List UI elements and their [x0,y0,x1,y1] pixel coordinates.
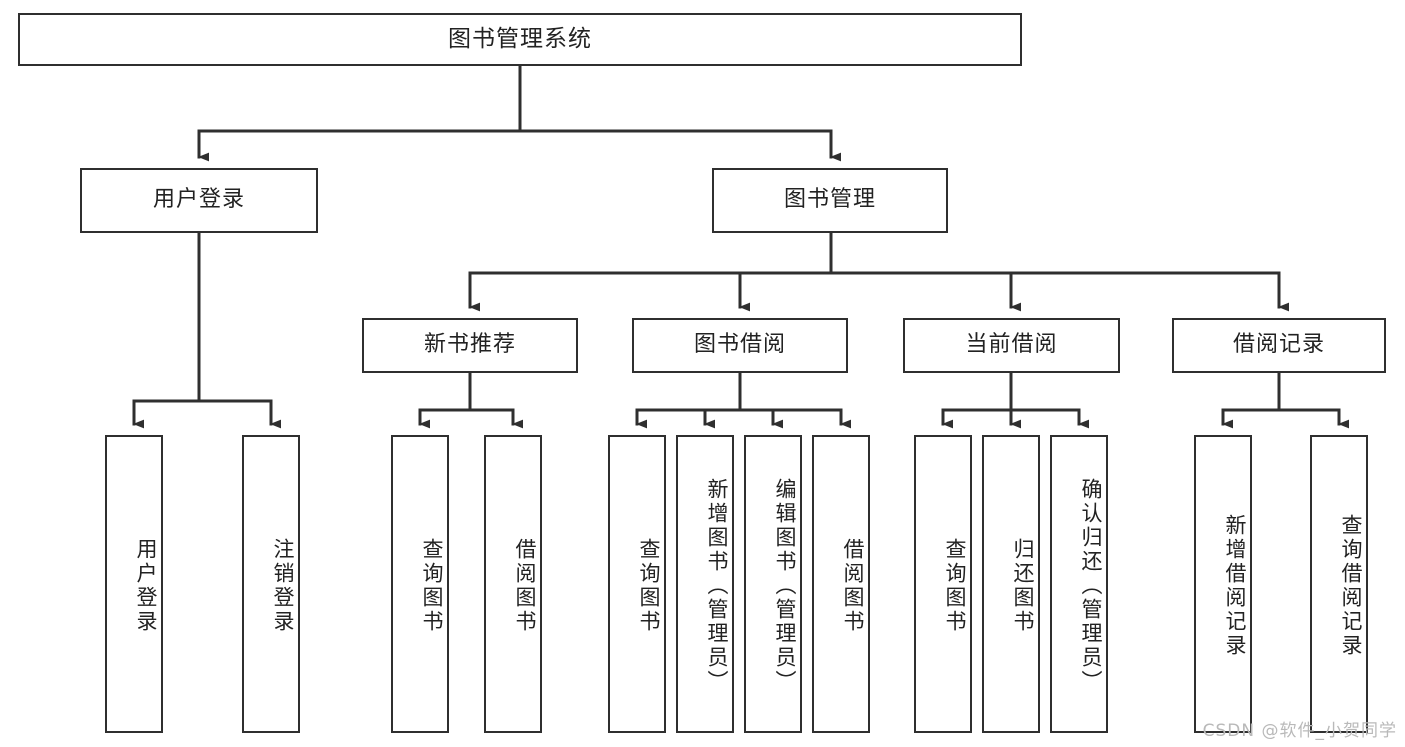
leaf-borrow-record-query-record[interactable]: 查询借阅记录 [1310,435,1368,733]
node-label: 借阅记录 [1232,332,1325,358]
node-label: 用户登录 [152,187,245,213]
node-label: 借阅图书 [841,538,865,634]
node-root-book-management-system[interactable]: 图书管理系统 [18,13,1022,66]
node-book-management[interactable]: 图书管理 [712,168,948,233]
node-label: 编辑图书（管理员） [773,478,797,694]
leaf-current-borrow-confirm-return-admin[interactable]: 确认归还（管理员） [1050,435,1108,733]
leaf-new-book-borrow-book[interactable]: 借阅图书 [484,435,542,733]
node-label: 归还图书 [1011,538,1035,634]
node-label: 新增图书（管理员） [705,478,729,694]
leaf-book-borrow-edit-book-admin[interactable]: 编辑图书（管理员） [744,435,802,733]
node-label: 当前借阅 [965,332,1058,358]
leaf-borrow-record-add-record[interactable]: 新增借阅记录 [1194,435,1252,733]
node-borrow-record[interactable]: 借阅记录 [1172,318,1386,373]
leaf-book-borrow-borrow-book[interactable]: 借阅图书 [812,435,870,733]
node-label: 图书管理系统 [448,25,592,52]
node-user-login[interactable]: 用户登录 [80,168,318,233]
leaf-new-book-query-book[interactable]: 查询图书 [391,435,449,733]
leaf-user-login-login[interactable]: 用户登录 [105,435,163,733]
leaf-current-borrow-return-book[interactable]: 归还图书 [982,435,1040,733]
node-book-borrow[interactable]: 图书借阅 [632,318,848,373]
csdn-watermark: CSDN @软件_小贺同学 [1202,721,1397,741]
node-label: 查询借阅记录 [1339,514,1363,658]
node-label: 查询图书 [637,538,661,634]
node-label: 查询图书 [420,538,444,634]
node-label: 借阅图书 [513,538,537,634]
leaf-book-borrow-query-book[interactable]: 查询图书 [608,435,666,733]
node-label: 图书借阅 [693,332,786,358]
node-label: 图书管理 [783,187,876,213]
leaf-user-login-logout[interactable]: 注销登录 [242,435,300,733]
leaf-current-borrow-query-book[interactable]: 查询图书 [914,435,972,733]
leaf-book-borrow-add-book-admin[interactable]: 新增图书（管理员） [676,435,734,733]
node-label: 查询图书 [943,538,967,634]
node-label: 新增借阅记录 [1223,514,1247,658]
node-new-book-recommend[interactable]: 新书推荐 [362,318,578,373]
node-label: 新书推荐 [423,332,516,358]
node-label: 确认归还（管理员） [1079,478,1103,694]
node-current-borrow[interactable]: 当前借阅 [903,318,1120,373]
node-label: 注销登录 [271,538,295,634]
node-label: 用户登录 [134,538,158,634]
